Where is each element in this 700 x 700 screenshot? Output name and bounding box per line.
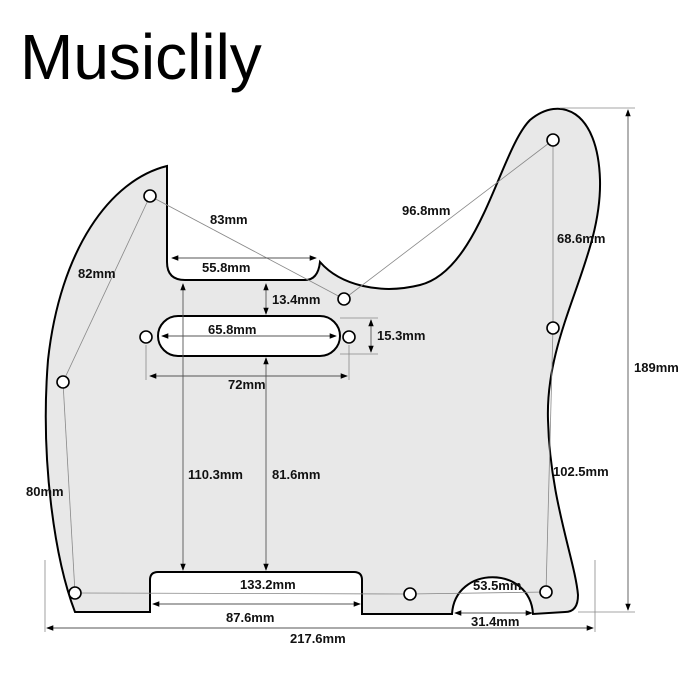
label-80mm: 80mm	[26, 484, 64, 499]
label-83mm: 83mm	[210, 212, 248, 227]
label-189mm: 189mm	[634, 360, 679, 375]
label-102-5mm: 102.5mm	[553, 464, 609, 479]
dimension-labels: 83mm 55.8mm 13.4mm 65.8mm 15.3mm 72mm 82…	[26, 203, 679, 646]
screw-holes	[56, 133, 560, 601]
label-81-6mm: 81.6mm	[272, 467, 320, 482]
screw-hole	[68, 586, 82, 600]
label-72mm: 72mm	[228, 377, 266, 392]
label-96-8mm: 96.8mm	[402, 203, 450, 218]
pickup-mount-hole	[342, 330, 356, 344]
screw-hole	[403, 587, 417, 601]
label-87-6mm: 87.6mm	[226, 610, 274, 625]
screw-connection-lines	[44, 107, 635, 632]
screw-hole	[56, 375, 70, 389]
label-217-6mm: 217.6mm	[290, 631, 346, 646]
screw-hole	[546, 133, 560, 147]
screw-hole	[539, 585, 553, 599]
label-31-4mm: 31.4mm	[471, 614, 519, 629]
brand-logo: Musiclily	[20, 21, 262, 93]
label-13-4mm: 13.4mm	[272, 292, 320, 307]
label-110-3mm: 110.3mm	[188, 467, 243, 482]
screw-hole	[546, 321, 560, 335]
label-82mm: 82mm	[78, 266, 116, 281]
dimension-arrows	[46, 109, 631, 631]
label-53-5mm: 53.5mm	[473, 578, 521, 593]
label-15-3mm: 15.3mm	[377, 328, 425, 343]
screw-hole	[337, 292, 351, 306]
label-55-8mm: 55.8mm	[202, 260, 250, 275]
screw-hole	[143, 189, 157, 203]
label-133-2mm: 133.2mm	[240, 577, 296, 592]
pickup-mount-hole	[139, 330, 153, 344]
label-68-6mm: 68.6mm	[557, 231, 605, 246]
pickguard-outline	[44, 107, 602, 616]
label-65-8mm: 65.8mm	[208, 322, 256, 337]
